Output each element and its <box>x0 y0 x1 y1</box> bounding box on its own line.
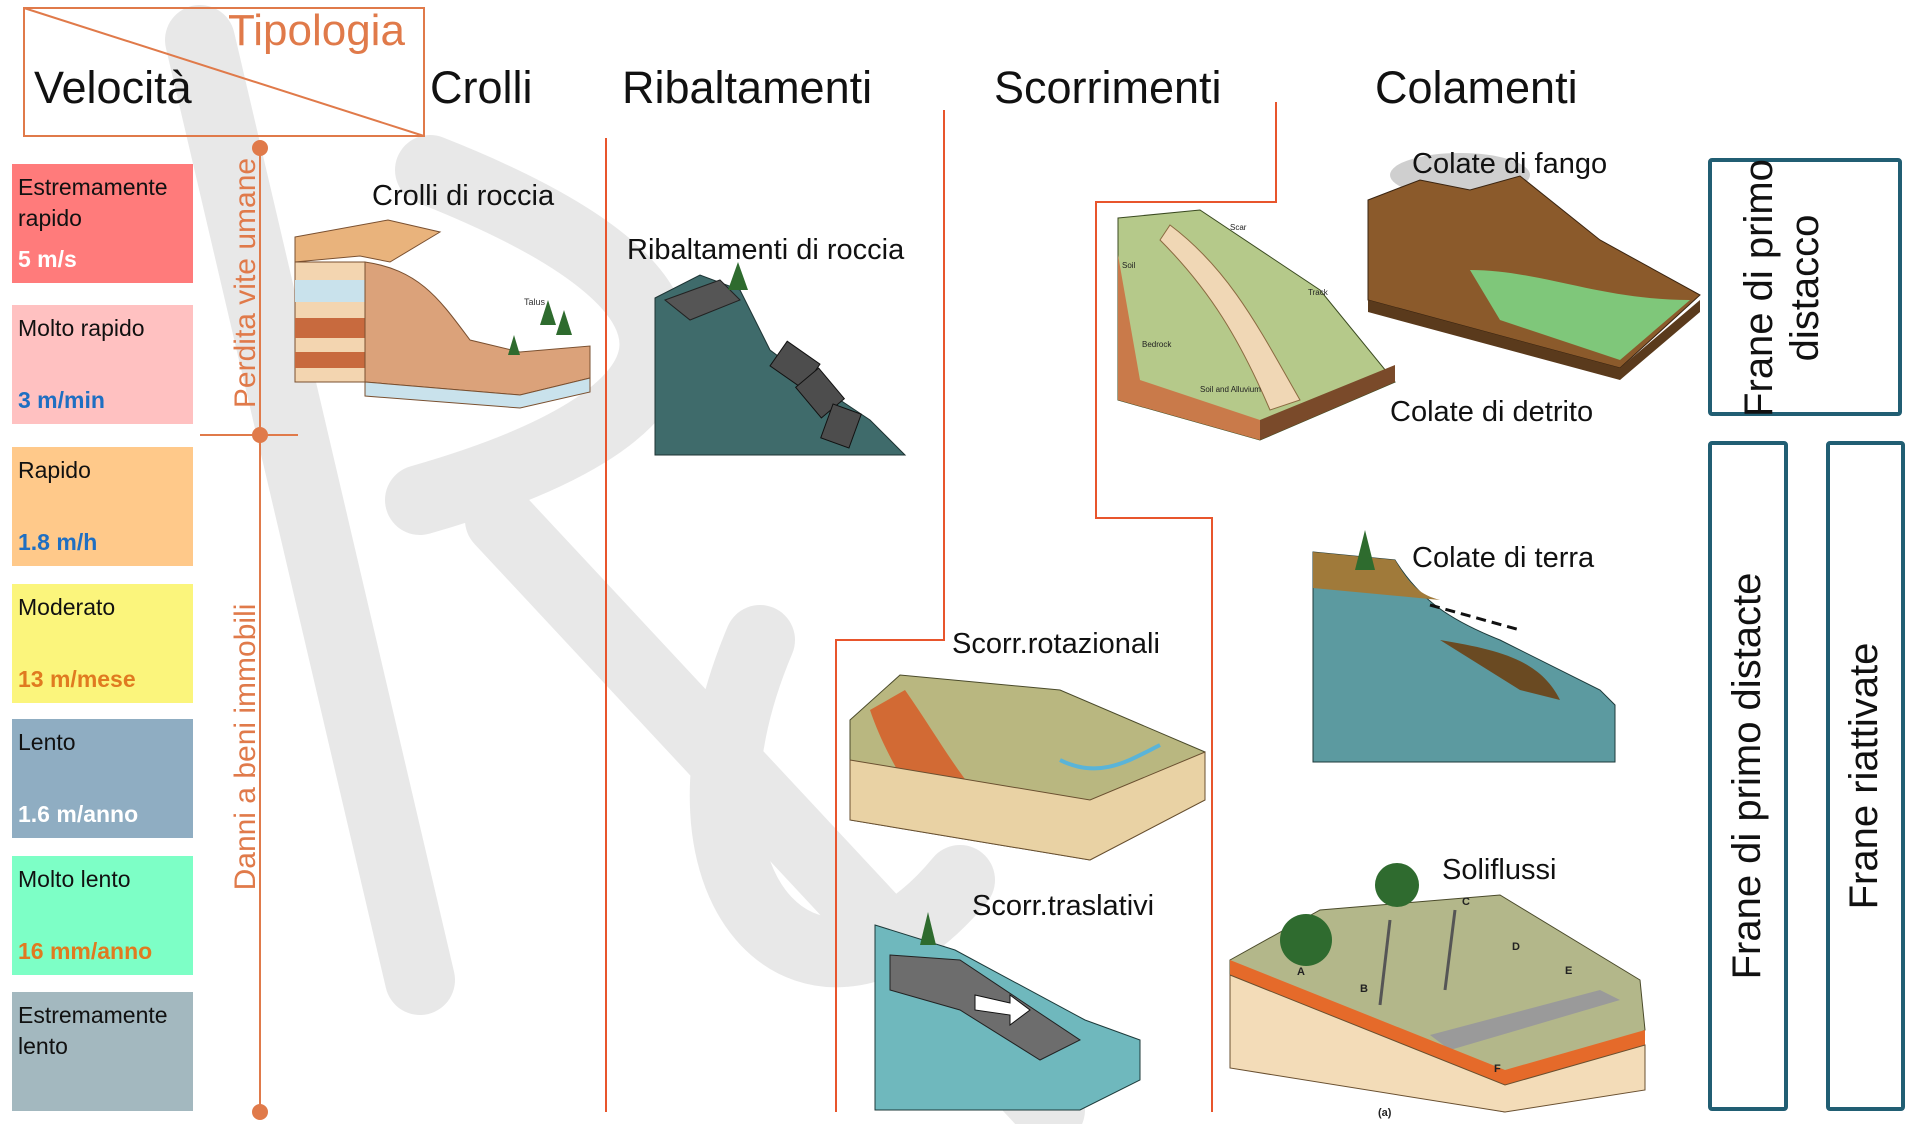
speed-class-name: Molto rapido <box>18 313 187 344</box>
speed-class-box: Rapido 1.8 m/h <box>12 447 193 566</box>
speed-class-box: Estremamente rapido 5 m/s <box>12 164 193 283</box>
colate-terra-label: Colate di terra <box>1412 542 1594 575</box>
speed-class-box: Lento 1.6 m/anno <box>12 719 193 838</box>
speed-class-value: 16 mm/anno <box>18 938 152 965</box>
svg-text:D: D <box>1512 941 1520 953</box>
svg-text:Scar: Scar <box>1230 223 1247 232</box>
soliflussi-illustration <box>1230 863 1645 1112</box>
svg-text:A: A <box>1297 966 1305 978</box>
side-text-riattivate: Frane riattivate <box>1841 476 1889 1076</box>
svg-text:C: C <box>1462 896 1470 908</box>
speed-class-box: Moderato 13 m/mese <box>12 584 193 703</box>
colate-fango-label: Colate di fango <box>1412 148 1607 181</box>
speed-class-value: 5 m/s <box>18 246 77 273</box>
speed-class-box: Estremamente lento <box>12 992 193 1111</box>
side-text-primo-distacco: Frane di primo distacco <box>1736 130 1876 446</box>
colate-detrito-label: Colate di detrito <box>1390 396 1593 429</box>
tipologia-label: Tipologia <box>228 6 405 56</box>
speed-class-name: Lento <box>18 727 187 758</box>
svg-text:F: F <box>1494 1063 1501 1075</box>
speed-class-value: 13 m/mese <box>18 666 136 693</box>
svg-text:Bedrock: Bedrock <box>1142 340 1172 349</box>
scorr-rotazionali-label: Scorr.rotazionali <box>952 628 1160 661</box>
speed-class-box: Molto rapido 3 m/min <box>12 305 193 424</box>
speed-class-name: Estremamente lento <box>18 1000 187 1062</box>
speed-class-name: Rapido <box>18 455 187 486</box>
speed-class-value: 3 m/min <box>18 387 105 414</box>
svg-text:Track: Track <box>1308 288 1329 297</box>
speed-class-value: 1.8 m/h <box>18 529 97 556</box>
crolli-roccia-label: Crolli di roccia <box>372 180 554 213</box>
svg-text:E: E <box>1565 965 1572 977</box>
speed-class-value: 1.6 m/anno <box>18 801 138 828</box>
svg-text:(a): (a) <box>1378 1107 1392 1119</box>
side-text-primo-distacte: Frane di primo distacte <box>1724 476 1772 1076</box>
colate-fango-illustration <box>1368 153 1700 380</box>
column-header-scorrimenti: Scorrimenti <box>994 62 1222 114</box>
column-header-colamenti: Colamenti <box>1375 62 1578 114</box>
ribaltamenti-roccia-label: Ribaltamenti di roccia <box>627 234 904 267</box>
svg-text:Soil: Soil <box>1122 261 1136 270</box>
scorr-rotazionali-illustration <box>850 675 1205 860</box>
speed-class-name: Moderato <box>18 592 187 623</box>
column-header-ribaltamenti: Ribaltamenti <box>622 62 872 114</box>
soliflussi-label: Soliflussi <box>1442 854 1556 887</box>
velocita-label: Velocità <box>34 62 192 114</box>
scorr-traslativi-illustration <box>875 912 1140 1110</box>
speed-class-box: Molto lento 16 mm/anno <box>12 856 193 975</box>
talus-annotation: Talus <box>524 297 546 307</box>
colate-detrito-illustration <box>1118 210 1395 440</box>
risk-axis-upper-label: Perdita vite umane <box>229 133 263 433</box>
column-header-crolli: Crolli <box>430 62 533 114</box>
speed-class-name: Estremamente rapido <box>18 172 187 234</box>
svg-text:B: B <box>1360 983 1368 995</box>
svg-text:Soil and Alluvium: Soil and Alluvium <box>1200 385 1261 394</box>
scorr-traslativi-label: Scorr.traslativi <box>972 890 1154 923</box>
risk-axis-lower-label: Danni a beni immobili <box>229 567 263 927</box>
ribaltamenti-illustration <box>655 262 905 455</box>
speed-class-name: Molto lento <box>18 864 187 895</box>
